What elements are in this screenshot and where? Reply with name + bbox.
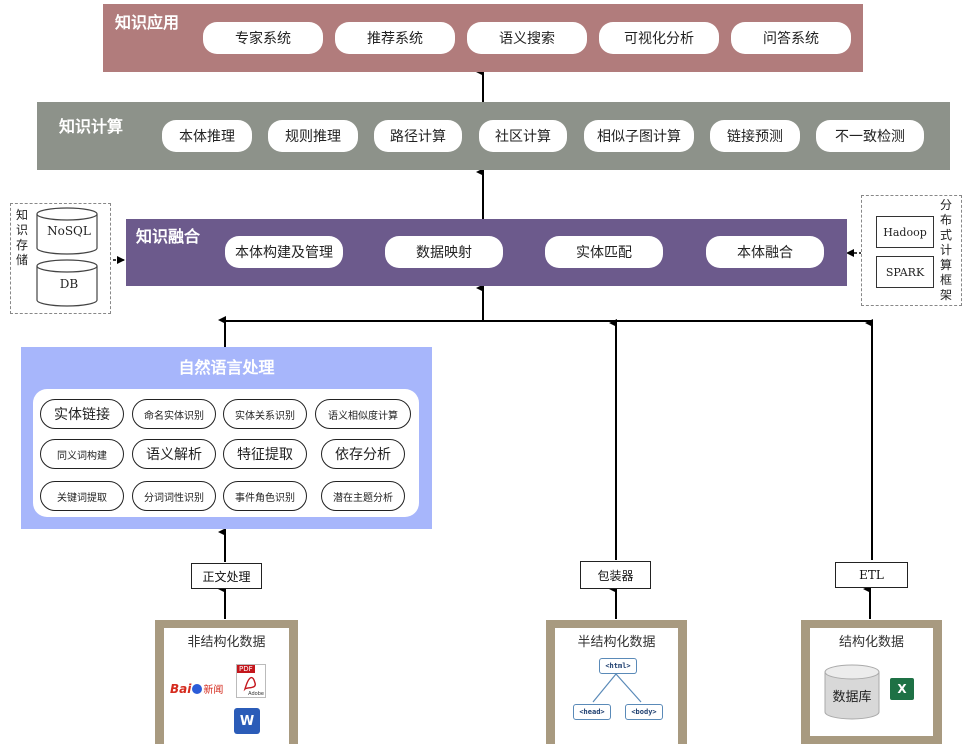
db-label: DB: [59, 277, 79, 291]
nlp-entity-linking: 实体链接: [40, 399, 124, 429]
pill-ontology-construction: 本体构建及管理: [225, 236, 343, 268]
unstructured-title: 非结构化数据: [187, 635, 266, 650]
pill-rule-reasoning: 规则推理: [268, 120, 358, 152]
nlp-feature-extraction: 特征提取: [223, 439, 307, 469]
etl-box: ETL: [835, 562, 908, 588]
pdf-swirl: [243, 676, 256, 692]
semistructured-data-source: 半结构化数据 <html> <head> <body>: [546, 620, 687, 744]
layer-knowledge-computing: 知识计算 本体推理 规则推理 路径计算 社区计算 相似子图计算 链接预测 不一致…: [37, 102, 950, 170]
db-cylinder: [36, 259, 98, 307]
baidu-news-text: 新闻: [203, 685, 224, 696]
nlp-title: 自然语言处理: [178, 358, 275, 377]
baidu-text: Bai: [170, 682, 192, 696]
pill-path-computing: 路径计算: [374, 120, 462, 152]
storage-label: 知识存储: [15, 208, 28, 267]
unstructured-inner: 非结构化数据 Bai 新闻 PDF Adobe W: [164, 628, 289, 744]
pill-entity-matching: 实体匹配: [545, 236, 663, 268]
unstructured-data-source: 非结构化数据 Bai 新闻 PDF Adobe W: [155, 620, 298, 744]
pill-data-mapping: 数据映射: [385, 236, 503, 268]
pill-link-prediction: 链接预测: [710, 120, 800, 152]
layer-knowledge-fusion: 知识融合 本体构建及管理 数据映射 实体匹配 本体融合: [126, 219, 847, 286]
nlp-pos-tagging: 分词词性识别: [132, 481, 216, 511]
layer-title: 知识融合: [136, 227, 201, 246]
nlp-keyword-extraction: 关键词提取: [40, 481, 124, 511]
nlp-block: 自然语言处理 实体链接 命名实体识别 实体关系识别 语义相似度计算 同义词构建 …: [21, 347, 432, 529]
pill-visual-analytics: 可视化分析: [599, 22, 719, 54]
pill-qa-system: 问答系统: [731, 22, 851, 54]
pdf-label: PDF: [237, 665, 255, 673]
knowledge-storage-box: 知识存储 NoSQL DB: [10, 203, 111, 314]
html-node: <html>: [599, 658, 637, 674]
pill-inconsistency-detection: 不一致检测: [816, 120, 924, 152]
structured-inner: 结构化数据 数据库 X: [810, 628, 933, 736]
nlp-dependency-parsing: 依存分析: [321, 439, 405, 469]
word-icon: W: [234, 708, 260, 734]
spark-box: SPARK: [876, 256, 934, 288]
nlp-semantic-similarity: 语义相似度计算: [315, 399, 411, 429]
nosql-label: NoSQL: [47, 224, 91, 238]
pill-recommendation-system: 推荐系统: [335, 22, 455, 54]
database-cylinders: [36, 207, 98, 307]
nlp-entity-relation-recognition: 实体关系识别: [223, 399, 307, 429]
text-processing-box: 正文处理: [191, 563, 262, 589]
baidu-news-icon: Bai 新闻: [170, 678, 223, 697]
structured-title: 结构化数据: [838, 635, 904, 650]
nlp-inner-panel: 实体链接 命名实体识别 实体关系识别 语义相似度计算 同义词构建 语义解析 特征…: [33, 389, 419, 517]
baidu-paw-icon: [192, 683, 203, 694]
pill-ontology-reasoning: 本体推理: [162, 120, 252, 152]
pill-community-computing: 社区计算: [479, 120, 567, 152]
layer-knowledge-application: 知识应用 专家系统 推荐系统 语义搜索 可视化分析 问答系统: [103, 4, 863, 72]
distributed-label: 分布式计算框架: [939, 198, 952, 302]
nlp-topic-analysis: 潜在主题分析: [321, 481, 405, 511]
pill-subgraph-similarity: 相似子图计算: [584, 120, 694, 152]
pill-expert-system: 专家系统: [203, 22, 323, 54]
nlp-synonym-construction: 同义词构建: [40, 439, 124, 469]
wrapper-box: 包装器: [580, 561, 651, 589]
body-node: <body>: [625, 704, 663, 720]
nosql-cylinder: [36, 207, 98, 255]
semistructured-title: 半结构化数据: [577, 635, 656, 650]
html-tree-diagram: [592, 673, 642, 703]
pdf-icon: PDF Adobe: [236, 664, 266, 698]
nlp-semantic-parsing: 语义解析: [132, 439, 216, 469]
head-node: <head>: [573, 704, 611, 720]
hadoop-box: Hadoop: [876, 216, 934, 248]
layer-title: 知识应用: [115, 13, 180, 32]
pill-semantic-search: 语义搜索: [467, 22, 587, 54]
semistructured-inner: 半结构化数据 <html> <head> <body>: [555, 628, 678, 744]
pill-ontology-fusion: 本体融合: [706, 236, 824, 268]
nlp-event-role-recognition: 事件角色识别: [223, 481, 307, 511]
distributed-framework-box: Hadoop SPARK 分布式计算框架: [861, 195, 962, 306]
nlp-named-entity-recognition: 命名实体识别: [132, 399, 216, 429]
layer-title: 知识计算: [59, 117, 124, 136]
excel-icon: X: [890, 678, 914, 700]
adobe-label: Adobe: [248, 691, 264, 697]
database-label: 数据库: [832, 690, 872, 705]
structured-data-source: 结构化数据 数据库 X: [801, 620, 942, 744]
database-cylinder-icon: [824, 664, 880, 720]
